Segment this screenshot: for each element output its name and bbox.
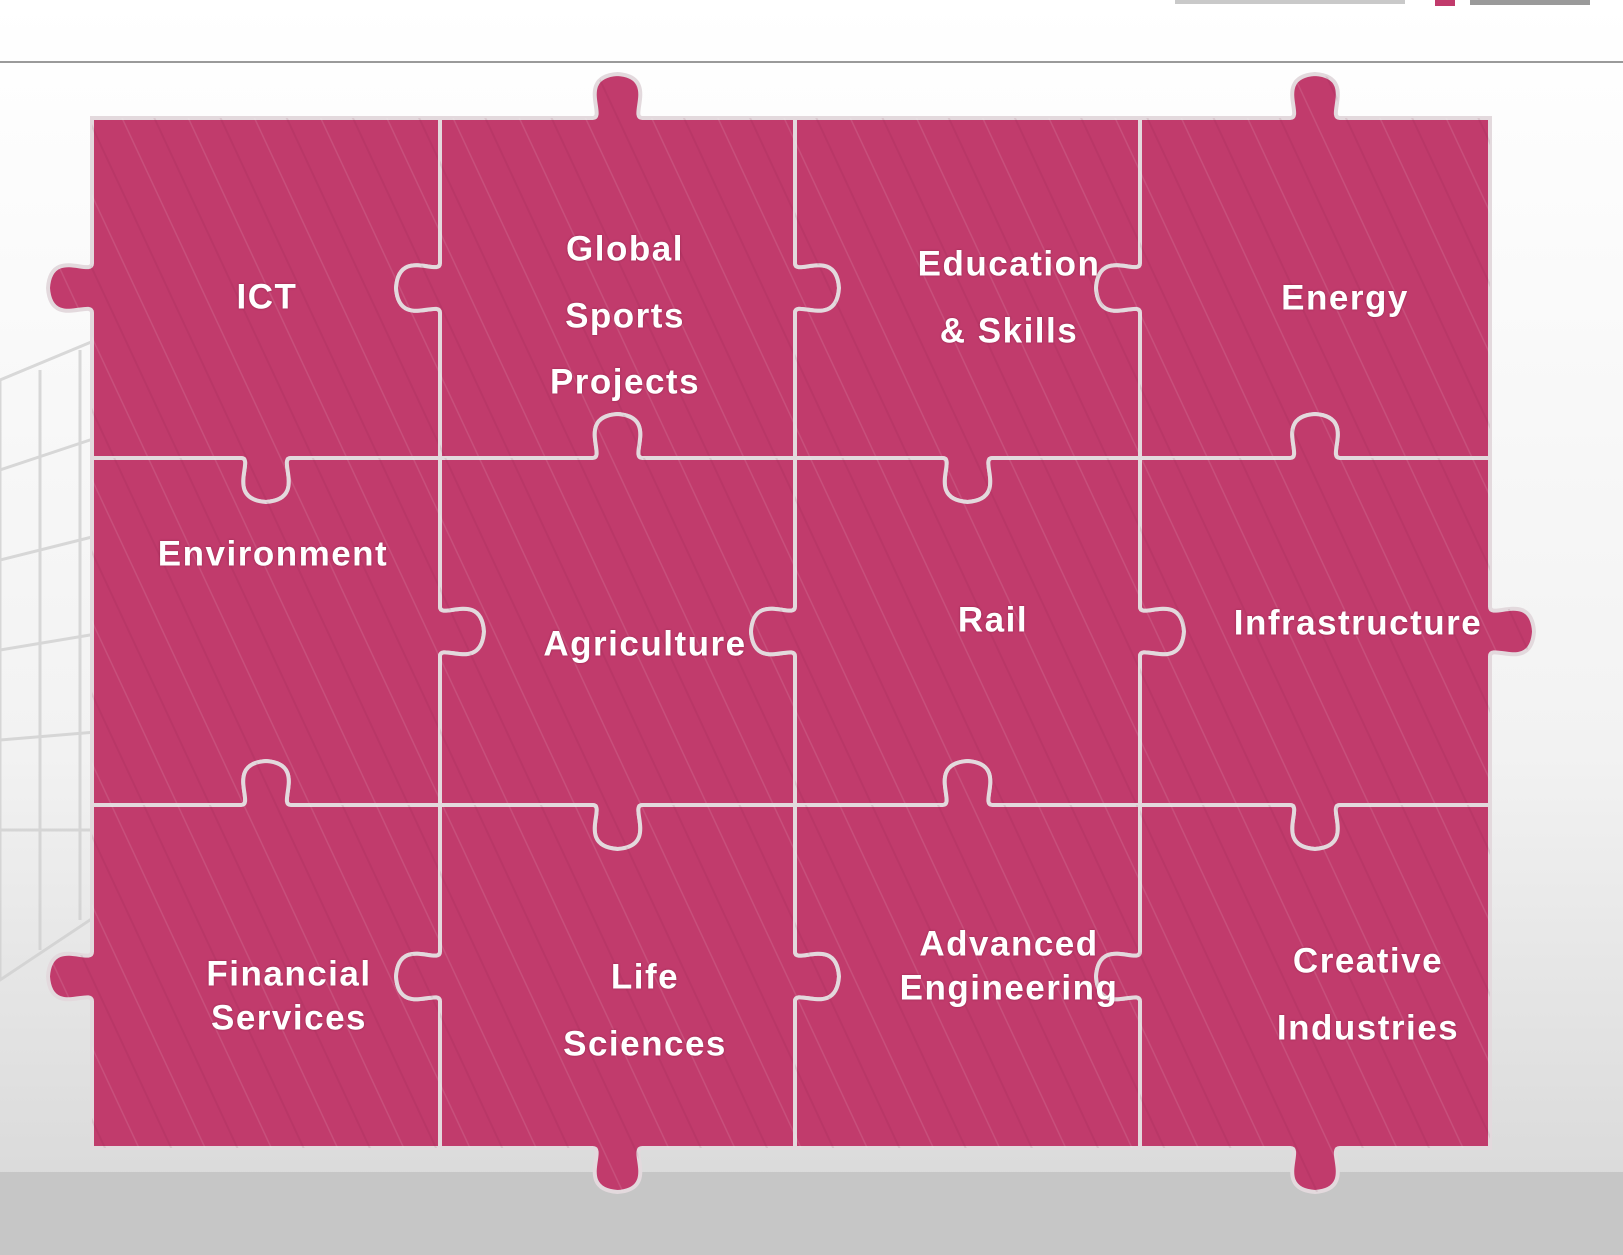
puzzle-piece-texture-creative-industries: [1096, 805, 1490, 1192]
label-rail: Rail: [958, 603, 1028, 638]
puzzle-piece-texture-infrastructure: [1140, 414, 1534, 849]
puzzle-piece-texture-advanced-engineering: [795, 761, 1140, 1148]
education-skills-line-1: Education: [917, 244, 1101, 284]
global-sports-projects-line-3: Projects: [549, 362, 701, 402]
label-education-skills: Education & Skills: [918, 232, 1101, 365]
label-life-sciences: Life Sciences: [563, 945, 727, 1078]
creative-industries-line-2: Industries: [1276, 1008, 1460, 1047]
education-skills-line-2: & Skills: [939, 311, 1079, 350]
life-sciences-line-2: Sciences: [563, 1024, 727, 1063]
agriculture-line-1: Agriculture: [543, 624, 747, 664]
rail-line-1: Rail: [957, 600, 1029, 640]
header-logo: [1175, 0, 1590, 6]
advanced-engineering-line-2: Engineering: [899, 968, 1119, 1007]
infrastructure-line-1: Infrastructure: [1233, 603, 1483, 643]
puzzle-piece-texture-energy: [1096, 74, 1490, 458]
puzzle-piece-texture-education-skills: [795, 118, 1140, 502]
label-creative-industries: Creative Industries: [1277, 929, 1459, 1062]
label-financial-services: Financial Services: [206, 952, 371, 1040]
creative-industries-line-1: Creative: [1292, 941, 1444, 981]
puzzle-piece-texture-ict: [48, 118, 440, 502]
label-environment: Environment: [158, 537, 388, 572]
label-energy: Energy: [1281, 281, 1409, 316]
energy-line-1: Energy: [1281, 278, 1409, 318]
puzzle-piece-texture-global-sports-projects: [396, 74, 839, 458]
environment-line-1: Environment: [157, 534, 389, 574]
puzzle-piece-texture-agriculture: [440, 414, 795, 849]
label-advanced-engineering: Advanced Engineering: [900, 922, 1119, 1010]
footer-band: [0, 1172, 1623, 1255]
label-global-sports-projects: Global Sports Projects: [550, 216, 700, 416]
puzzle-piece-texture-rail: [751, 458, 1184, 805]
label-agriculture: Agriculture: [543, 627, 746, 662]
label-infrastructure: Infrastructure: [1234, 606, 1483, 641]
global-sports-projects-line-1: Global: [566, 229, 684, 269]
advanced-engineering-line-1: Advanced: [919, 924, 1099, 964]
financial-services-line-2: Services: [210, 998, 368, 1037]
life-sciences-line-1: Life: [610, 957, 680, 997]
puzzle-piece-texture-environment: [92, 458, 484, 805]
label-ict: ICT: [237, 280, 298, 315]
puzzle-piece-texture-life-sciences: [396, 805, 839, 1192]
puzzle-piece-texture-financial-services: [48, 761, 440, 1148]
financial-services-line-1: Financial: [206, 954, 372, 994]
ict-line-1: ICT: [236, 277, 298, 317]
global-sports-projects-line-2: Sports: [565, 295, 685, 335]
